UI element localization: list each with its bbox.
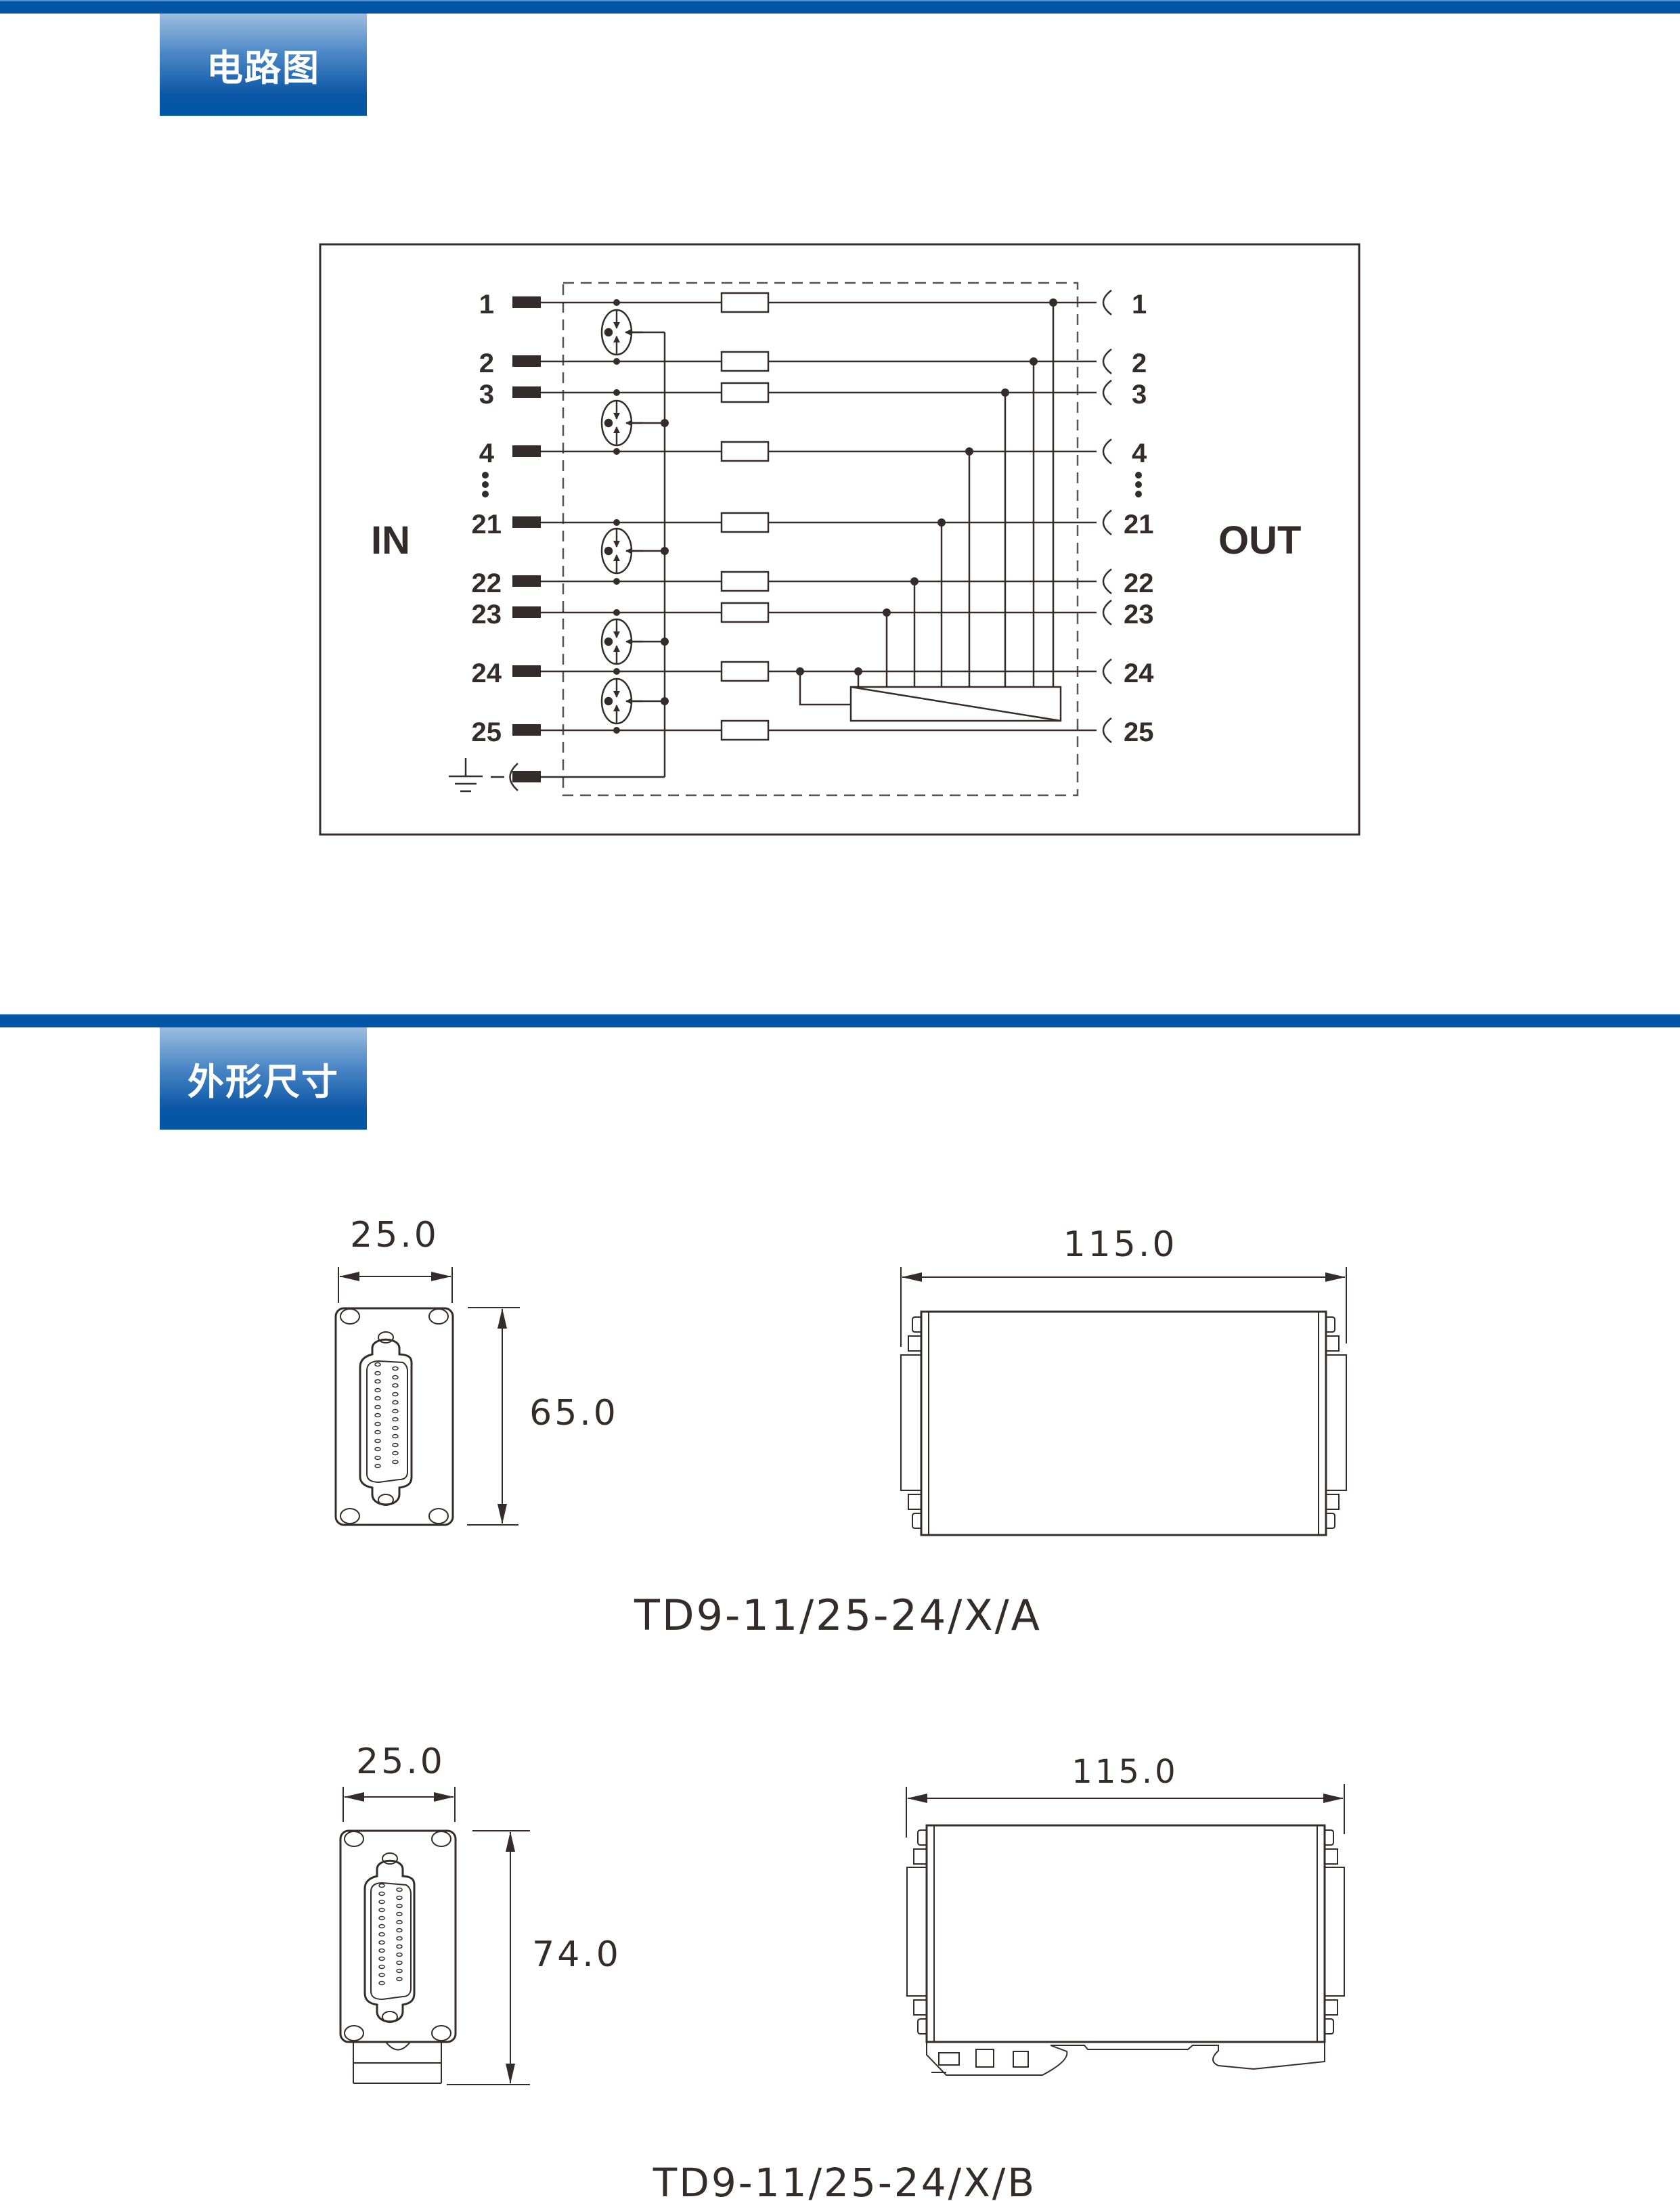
input-ellipsis-icon — [482, 472, 489, 497]
output-sockets — [1102, 290, 1112, 743]
circuit-diagram — [319, 243, 1361, 836]
input-pin-blocks — [512, 296, 541, 782]
svg-text:2: 2 — [479, 349, 494, 378]
side-view-b — [906, 1784, 1345, 2076]
side-view-a — [900, 1267, 1347, 1536]
svg-text:24: 24 — [1124, 659, 1154, 688]
in-label: IN — [371, 518, 410, 562]
section-title-dimensions: 外形尺寸 — [160, 1027, 367, 1130]
svg-text:1: 1 — [479, 290, 494, 319]
section-title-circuit: 电路图 — [160, 14, 367, 116]
front-view-b — [339, 1787, 530, 2085]
dim-length-b: 115.0 — [1071, 1753, 1178, 1791]
svg-text:21: 21 — [1124, 510, 1154, 539]
svg-text:23: 23 — [472, 600, 502, 629]
gas-discharge-tubes — [602, 310, 643, 724]
svg-text:25: 25 — [472, 717, 502, 747]
svg-text:2: 2 — [1132, 349, 1147, 378]
section-bar-circuit — [0, 0, 1680, 14]
model-label-a: TD9-11/25-24/X/A — [634, 1591, 1042, 1640]
output-ellipsis-icon — [1135, 472, 1142, 497]
input-pin-labels: 1 2 3 4 21 22 23 24 25 — [472, 290, 502, 747]
svg-text:3: 3 — [479, 380, 494, 409]
svg-text:23: 23 — [1124, 600, 1154, 629]
db25-pins — [378, 1883, 403, 1986]
ground-icon — [449, 758, 518, 793]
svg-text:4: 4 — [1132, 439, 1147, 468]
svg-text:25: 25 — [1124, 717, 1154, 747]
svg-text:1: 1 — [1132, 290, 1147, 319]
svg-text:3: 3 — [1132, 380, 1147, 409]
series-resistors — [720, 292, 770, 741]
svg-text:24: 24 — [472, 659, 502, 688]
tvs-taps — [857, 303, 1055, 687]
dim-width-b: 25.0 — [356, 1741, 445, 1782]
protection-boundary — [562, 282, 1079, 797]
dim-length-a: 115.0 — [1063, 1224, 1178, 1265]
svg-text:22: 22 — [472, 569, 502, 598]
output-pin-labels: 1 2 3 4 21 22 23 24 25 — [1124, 290, 1154, 747]
dim-width-a: 25.0 — [350, 1215, 439, 1255]
signal-lines — [529, 301, 1097, 778]
front-view-a — [334, 1267, 520, 1526]
section-bar-dimensions — [0, 1014, 1680, 1027]
dim-height-b: 74.0 — [532, 1934, 621, 1975]
svg-text:21: 21 — [472, 510, 502, 539]
dim-height-a: 65.0 — [529, 1393, 619, 1433]
svg-text:4: 4 — [479, 439, 495, 468]
db25-pins — [374, 1362, 399, 1469]
model-label-b: TD9-11/25-24/X/B — [653, 2160, 1036, 2201]
out-label: OUT — [1218, 518, 1301, 562]
svg-text:22: 22 — [1124, 569, 1154, 598]
